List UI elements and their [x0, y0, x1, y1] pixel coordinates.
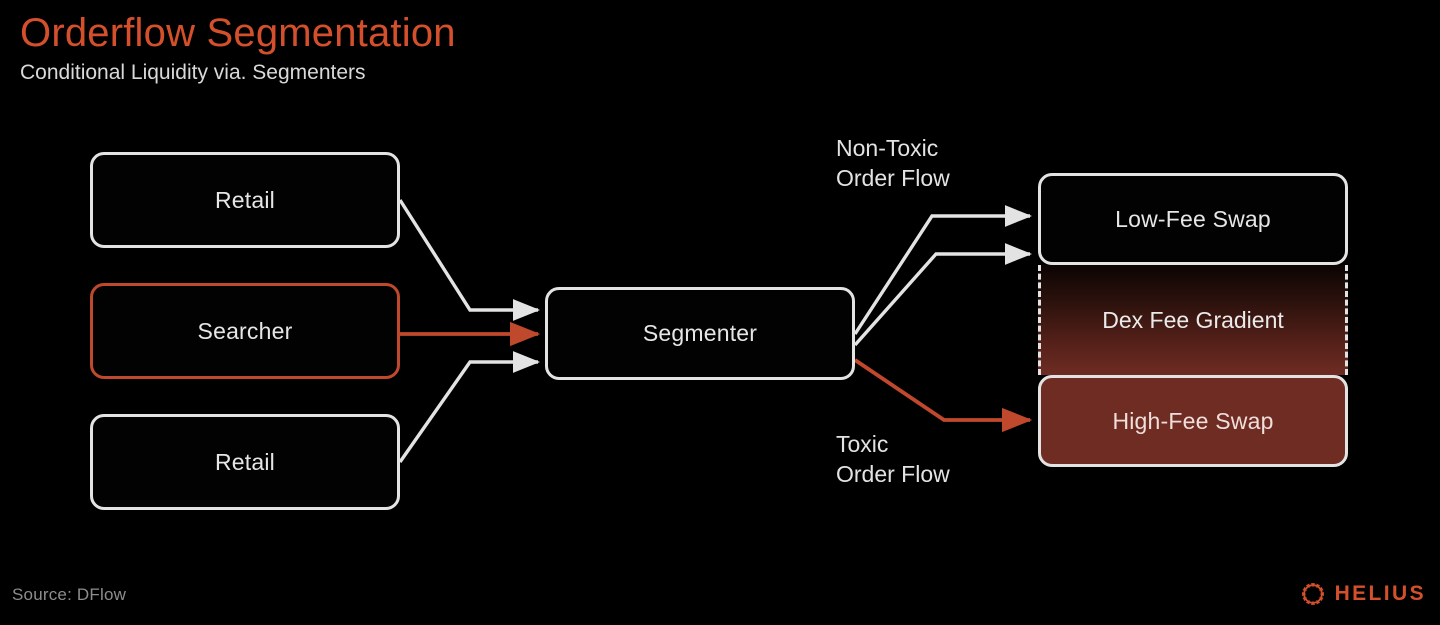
- node-searcher[interactable]: Searcher: [90, 283, 400, 379]
- edge-segmenter-to-lowfee-b: [853, 243, 1033, 347]
- slide-header: Orderflow Segmentation Conditional Liqui…: [20, 10, 920, 85]
- flow-label-non-toxic: Non-Toxic Order Flow: [836, 135, 950, 192]
- node-label: Retail: [214, 448, 275, 475]
- node-retail-top[interactable]: Retail: [90, 152, 400, 248]
- node-label: Low-Fee Swap: [1115, 205, 1271, 232]
- source-note: Source: DFlow: [12, 585, 127, 604]
- helius-sun-ring-icon: [1301, 583, 1324, 605]
- node-retail-bottom[interactable]: Retail: [90, 414, 400, 510]
- edge-segmenter-to-highfee: [853, 358, 1033, 433]
- node-label: High-Fee Swap: [1112, 407, 1274, 434]
- node-label: Dex Fee Gradient: [1102, 306, 1284, 333]
- edge-segmenter-to-lowfee-a: [853, 205, 1033, 335]
- page-subtitle: Conditional Liquidity via. Segmenters: [20, 61, 366, 84]
- node-high-fee-swap[interactable]: High-Fee Swap: [1038, 375, 1348, 467]
- page-title: Orderflow Segmentation: [20, 11, 456, 55]
- node-label: Searcher: [197, 317, 293, 344]
- flow-label-toxic: Toxic Order Flow: [836, 431, 950, 488]
- node-dex-fee-gradient: Dex Fee Gradient: [1038, 265, 1348, 375]
- node-low-fee-swap[interactable]: Low-Fee Swap: [1038, 173, 1348, 265]
- node-segmenter[interactable]: Segmenter: [545, 287, 855, 380]
- edge-retail1-to-segmenter: [398, 199, 541, 321]
- node-label: Segmenter: [642, 320, 758, 346]
- edge-retail2-to-segmenter: [398, 351, 541, 463]
- brand-name: HELIUS: [1334, 582, 1426, 605]
- node-label: Retail: [214, 186, 275, 213]
- brand-lockup: HELIUS: [1300, 581, 1426, 607]
